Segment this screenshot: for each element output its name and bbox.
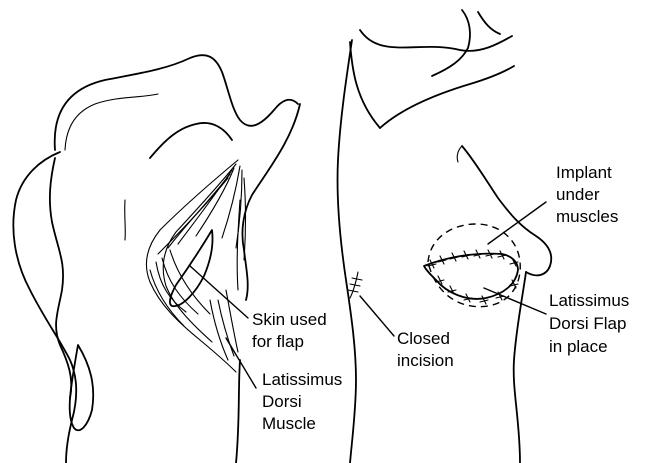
latissimus-muscle-strokes bbox=[146, 160, 245, 372]
armpit-fold bbox=[150, 123, 232, 158]
muscle-label: Latissimus Dorsi Muscle bbox=[262, 370, 347, 433]
raised-arm-outline bbox=[55, 55, 298, 150]
spine-line bbox=[125, 200, 126, 240]
incision-pointer bbox=[360, 296, 394, 336]
upper-arm-bottom bbox=[380, 66, 514, 128]
back-view-figure bbox=[13, 55, 300, 463]
implant-outline bbox=[428, 224, 520, 307]
side-arm-outline bbox=[432, 10, 470, 76]
flap-pointer bbox=[484, 288, 546, 314]
side-back-outline bbox=[337, 40, 356, 463]
closed-incision-stitches bbox=[348, 272, 362, 298]
upper-arm-top bbox=[360, 30, 512, 51]
torso-outline-right bbox=[242, 104, 300, 300]
armpit bbox=[350, 42, 380, 128]
flap-in-place-label: Latissimus Dorsi Flap in place bbox=[549, 291, 634, 356]
skin-flap-ellipse bbox=[170, 230, 213, 306]
torso-lower-right bbox=[236, 360, 240, 463]
incision-label: Closed incision bbox=[397, 329, 455, 370]
arm-crease bbox=[65, 94, 158, 150]
side-view-figure bbox=[337, 10, 551, 463]
side-arm-outline-2 bbox=[478, 12, 500, 34]
chest-line bbox=[457, 146, 462, 162]
skin-flap-label: Skin used for flap bbox=[252, 310, 331, 351]
back-fold bbox=[50, 158, 71, 398]
back-outline-left bbox=[13, 152, 76, 463]
skin-flap-pointer bbox=[190, 266, 248, 318]
implant-label: Implant under muscles bbox=[556, 163, 618, 226]
